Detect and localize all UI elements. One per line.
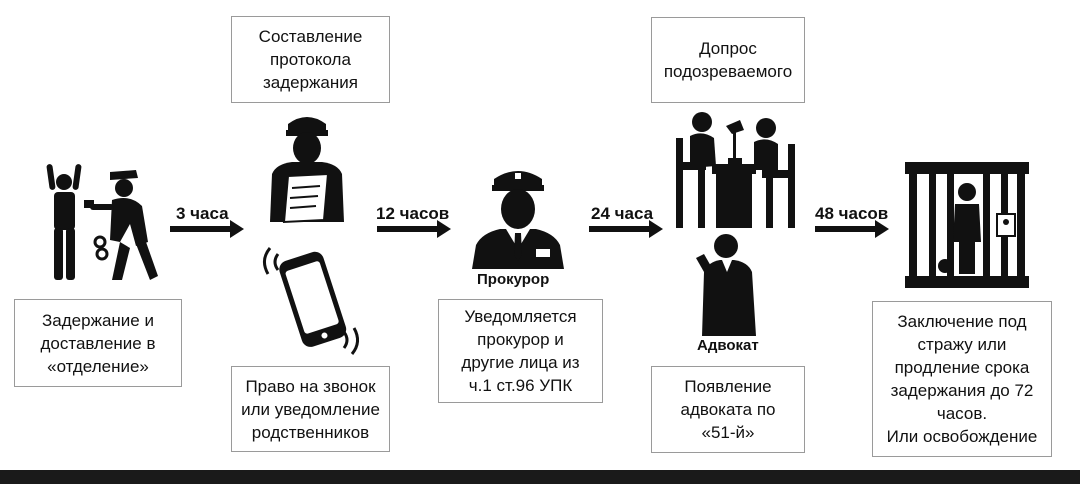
interrogation-icon: [676, 112, 795, 228]
interrogation-caption: Допрос подозреваемого: [651, 17, 805, 103]
arrest-icon: [46, 164, 158, 280]
phone-call-caption: Право на звонок или уведомление родствен…: [231, 366, 390, 452]
prison-cell-icon: [905, 162, 1029, 288]
timing-label-24h: 24 часа: [591, 204, 654, 223]
police-officer-icon: [270, 117, 344, 224]
bottom-bar: [0, 470, 1080, 484]
prosecutor-caption: Уведомляется прокурор и другие лица из ч…: [438, 299, 603, 403]
lawyer-icon: [696, 234, 756, 336]
prosecutor-label: Прокурор: [477, 271, 550, 288]
arrow-2: [377, 220, 451, 238]
protocol-caption: Составление протокола задержания: [231, 16, 390, 103]
arrow-4: [815, 220, 889, 238]
lawyer-label: Адвокат: [697, 337, 759, 354]
timing-label-3h: 3 часа: [176, 204, 229, 223]
timing-label-12h: 12 часов: [376, 204, 450, 223]
arrow-1: [170, 220, 244, 238]
detention-caption: Задержание и доставление в «отделение»: [14, 299, 182, 387]
lawyer-caption: Появление адвоката по «51-й»: [651, 366, 805, 453]
ringing-phone-icon: [263, 247, 359, 355]
timing-label-48h: 48 часов: [815, 204, 889, 223]
arrow-3: [589, 220, 663, 238]
prosecutor-icon: [472, 171, 564, 269]
custody-caption: Заключение под стражу или продление срок…: [872, 301, 1052, 457]
